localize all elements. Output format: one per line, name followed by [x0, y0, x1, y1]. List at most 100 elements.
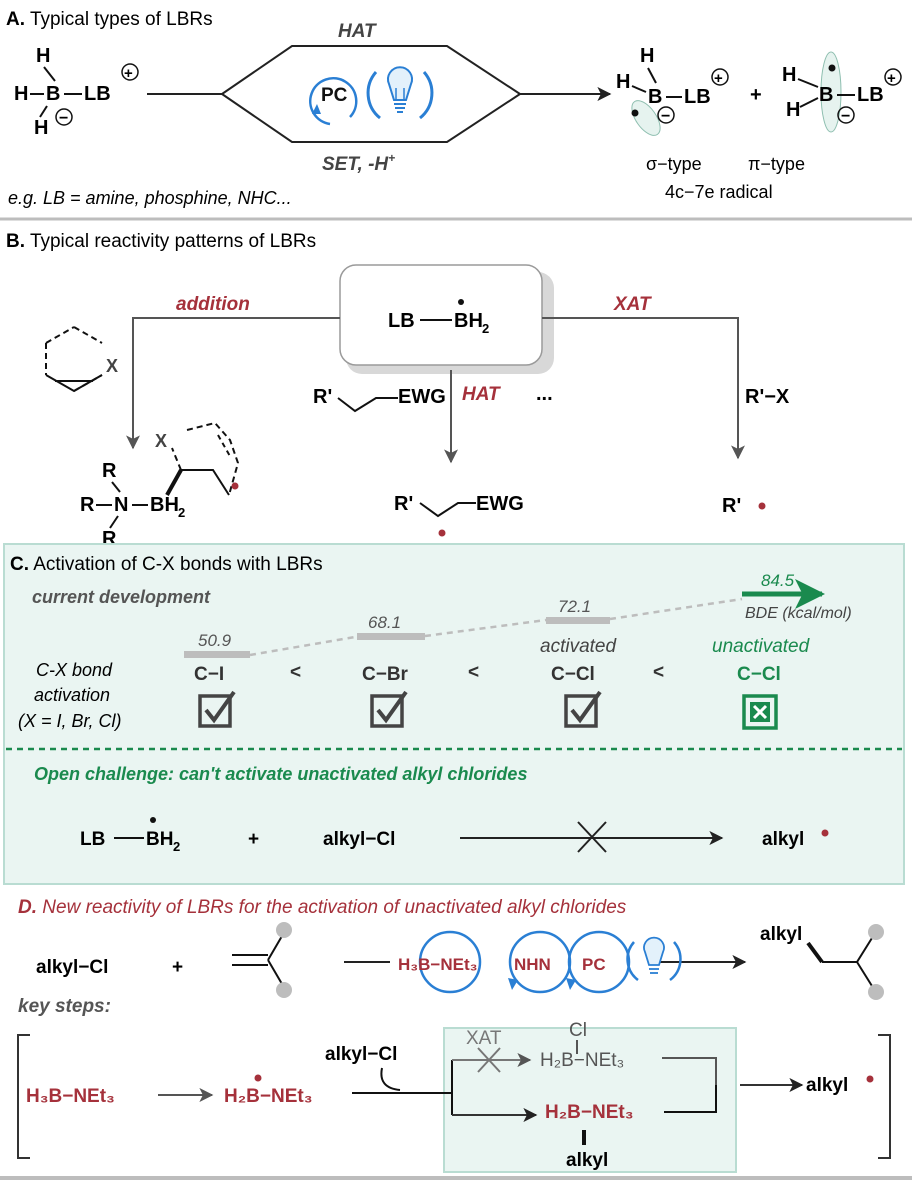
svg-text:X: X: [106, 356, 118, 376]
sigma-type-label: σ−type: [646, 154, 702, 174]
checkbox-crossed-icon: [742, 694, 778, 730]
section-b: B. Typical reactivity patterns of LBRs L…: [6, 231, 790, 550]
reactant-h3b-lb: H H B LB H + −: [14, 45, 139, 139]
section-d: D. New reactivity of LBRs for the activa…: [17, 897, 891, 1173]
plus-sign: +: [750, 84, 762, 106]
svg-text:alkyl−Cl: alkyl−Cl: [323, 829, 395, 850]
svg-text:Cl: Cl: [569, 1020, 587, 1041]
final-alkyl-radical: alkyl: [806, 1075, 848, 1096]
svg-text:R': R': [722, 495, 741, 517]
blocked-x-icon: [477, 1047, 501, 1073]
radical-dot-icon: [821, 829, 829, 837]
xat-arrow: [542, 317, 745, 460]
bond-ccl-unactivated: C−Cl: [737, 664, 781, 685]
svg-text:LB: LB: [84, 83, 111, 105]
set-label: SET, -H+: [322, 151, 395, 175]
radical-dot-icon: [631, 109, 639, 117]
right-bracket: [878, 1034, 891, 1159]
radical-dot-icon: [758, 502, 766, 510]
svg-text:+: +: [248, 829, 259, 850]
hat-label: HAT: [338, 21, 377, 42]
addition-arrow: [126, 317, 340, 450]
svg-text:−: −: [841, 108, 850, 125]
section-c-title: C. Activation of C-X bonds with LBRs: [10, 554, 323, 575]
svg-text:BH: BH: [454, 310, 483, 332]
svg-text:LB: LB: [857, 84, 884, 106]
checkbox-checked-icon: [198, 690, 236, 728]
activation-row-label: C-X bond activation (X = I, Br, Cl): [18, 660, 122, 731]
svg-text:+: +: [714, 70, 723, 87]
bde-values: 50.9 68.1 72.1 84.5 BDE (kcal/mol): [184, 571, 852, 658]
section-c: C. Activation of C-X bonds with LBRs cur…: [3, 543, 905, 885]
addition-product: R R N BH 2 R X: [80, 421, 240, 550]
xat-label: XAT: [466, 1028, 502, 1049]
svg-text:R: R: [102, 460, 117, 482]
bde-ci: 50.9: [198, 631, 232, 650]
open-challenge-label: Open challenge: can't activate unactivat…: [34, 764, 527, 784]
nhn-label: NHN: [514, 955, 551, 974]
bde-unit-label: BDE (kcal/mol): [745, 605, 852, 622]
svg-text:H: H: [782, 64, 796, 86]
unactivated-label: unactivated: [712, 636, 811, 657]
section-a-title: A. Typical types of LBRs: [6, 9, 213, 30]
svg-text:−: −: [661, 108, 670, 125]
svg-text:R': R': [394, 493, 413, 515]
svg-text:alkyl−Cl: alkyl−Cl: [36, 957, 108, 978]
failed-reaction-equation: LB BH 2 + alkyl−Cl alkyl: [80, 817, 829, 854]
svg-text:EWG: EWG: [476, 493, 524, 515]
pc-label: PC: [582, 955, 606, 974]
svg-text:C-X bond: C-X bond: [36, 660, 113, 680]
boryl-radical: H₂B−NEt₃: [224, 1086, 313, 1107]
alkene-ring: X: [45, 326, 118, 393]
negative-charge-icon: [55, 108, 73, 126]
light-bulb-icon: [626, 936, 682, 982]
svg-text:+: +: [887, 70, 896, 87]
new-reaction-equation: alkyl−Cl + H₃B−NEt₃ NHN PC: [36, 922, 884, 1000]
svg-text:PC: PC: [321, 85, 348, 106]
svg-text:LB: LB: [388, 310, 415, 332]
svg-text:B: B: [46, 83, 60, 105]
light-bulb-icon: [366, 66, 434, 120]
addition-label: addition: [176, 294, 250, 315]
rch2-ewg: R' EWG: [313, 386, 446, 413]
bde-cbr: 68.1: [368, 613, 401, 632]
lb-examples: e.g. LB = amine, phosphine, NHC...: [8, 188, 292, 208]
svg-text:2: 2: [178, 505, 185, 520]
section-a: A. Typical types of LBRs H H B LB H + − …: [6, 9, 902, 208]
lb-bh2-box: [339, 264, 543, 366]
svg-text:<: <: [653, 662, 664, 683]
xat-label: XAT: [613, 294, 652, 315]
key-step-highlight: [443, 1027, 737, 1173]
svg-text:BH: BH: [150, 494, 179, 516]
svg-text:H: H: [36, 45, 50, 67]
svg-text:BH: BH: [146, 829, 173, 850]
key-steps-label: key steps:: [18, 996, 111, 1017]
lb-bh2-radical: LB BH 2: [388, 299, 489, 336]
r-x: R'−X: [745, 386, 790, 408]
reagent-h3b-net3: H₃B−NEt₃: [398, 955, 477, 974]
pc-cycle-icon: [567, 930, 631, 994]
section-d-title: D. New reactivity of LBRs for the activa…: [18, 897, 627, 918]
xat-product: H₂B−NEt₃: [540, 1050, 624, 1071]
svg-text:H: H: [616, 71, 630, 93]
svg-text:LB: LB: [684, 86, 711, 108]
start-reagent: H₃B−NEt₃: [26, 1086, 115, 1107]
bond-ccl: C−Cl: [551, 664, 595, 685]
svg-text:R: R: [80, 494, 95, 516]
radical-dot-icon: [438, 529, 446, 537]
svg-text:<: <: [290, 662, 301, 683]
alkyl-cl-reagent: alkyl−Cl: [325, 1044, 397, 1065]
left-bracket: [17, 1034, 30, 1159]
photocatalyst-cycle-icon: PC: [309, 77, 358, 126]
svg-text:H: H: [34, 117, 48, 139]
radical-dot-icon: [150, 817, 156, 823]
xat-product: R': [722, 495, 766, 517]
bond-series: C−I < C−Br < C−Cl < C−Cl: [194, 662, 781, 685]
svg-text:X: X: [155, 431, 167, 451]
sigma-type-radical: H H B LB − +: [616, 45, 729, 136]
ellipsis: ...: [536, 383, 553, 405]
borane-cycle-icon: [418, 930, 482, 994]
bde-ccl-unactivated: 84.5: [761, 571, 795, 590]
pi-type-label: π−type: [748, 154, 805, 174]
